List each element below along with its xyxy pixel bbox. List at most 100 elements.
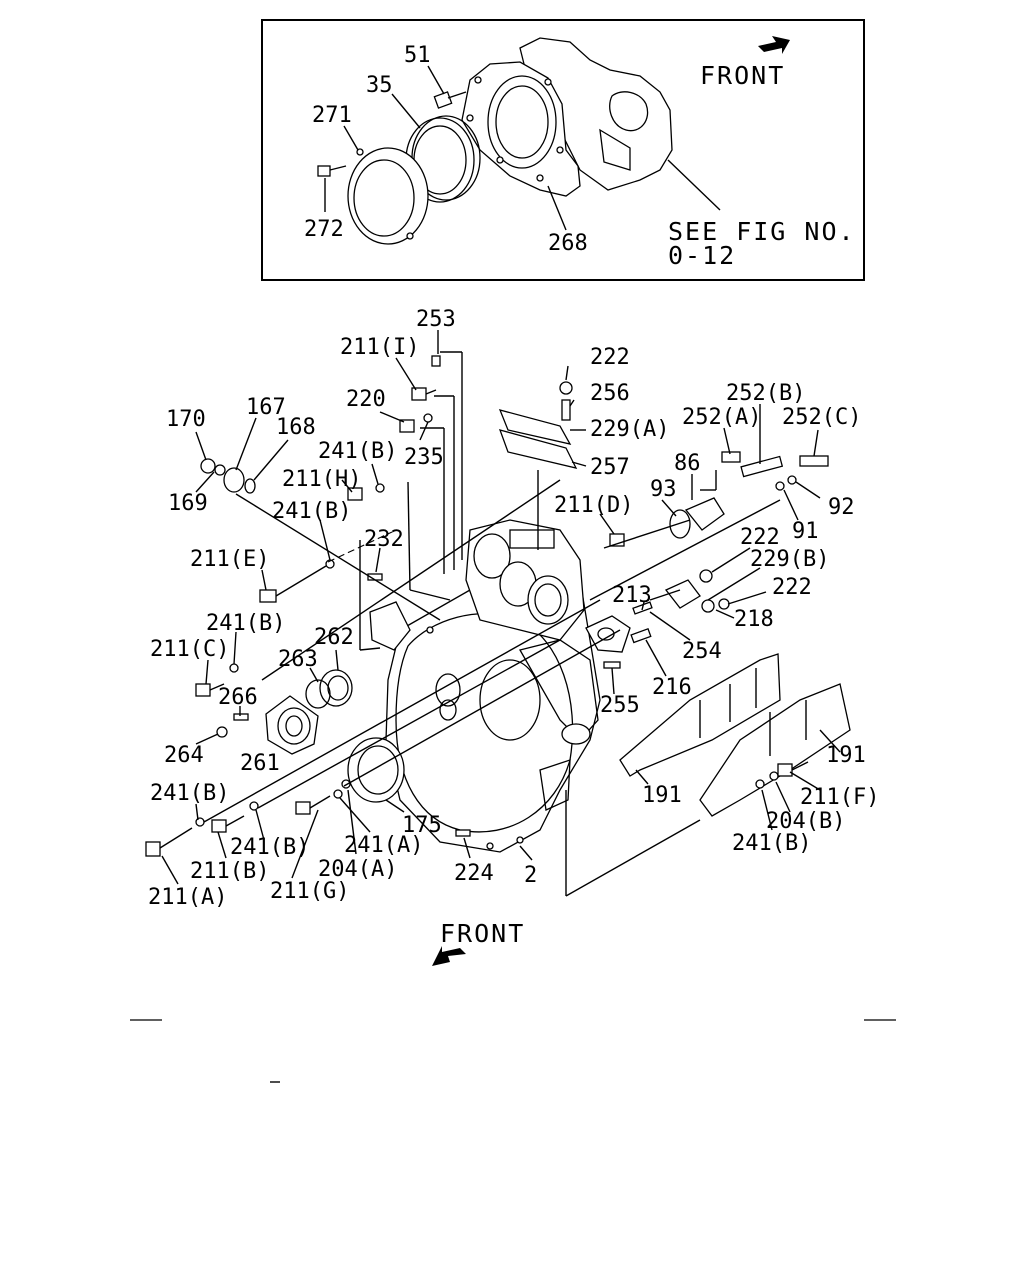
callout-86: 86: [674, 451, 701, 476]
cover-191-lower: [699, 683, 851, 817]
callout-216: 216: [652, 675, 692, 700]
callout-266: 266: [218, 685, 258, 710]
callout-235: 235: [404, 445, 444, 470]
callout-252c: 252(C): [782, 405, 861, 430]
callout-191-lower: 191: [826, 743, 866, 768]
callout-169: 169: [168, 491, 208, 516]
main-diagram: 253 211(I) 222 256 252(B) 170 167 220 22…: [130, 307, 896, 1083]
seal-ring-271: [347, 147, 429, 245]
callout-168: 168: [276, 415, 316, 440]
inset-front-label: FRONT: [700, 61, 785, 90]
callout-211d: 211(D): [554, 493, 633, 518]
bolt-211i: [411, 387, 437, 401]
callout-204a: 204(A): [318, 857, 397, 882]
callout-241b-e: 241(B): [732, 831, 811, 856]
callout-211b: 211(B): [190, 859, 269, 884]
main-front-label: FRONT: [440, 919, 525, 948]
callout-229b: 229(B): [750, 547, 829, 572]
callout-232: 232: [364, 527, 404, 552]
callout-241b-a: 241(B): [318, 439, 397, 464]
nut-264: [216, 726, 228, 738]
stud-255: [603, 661, 621, 669]
callout-241b-b: 241(B): [272, 499, 351, 524]
callout-262: 262: [314, 625, 354, 650]
callout-211g: 211(G): [270, 879, 349, 904]
callout-inset-271: 271: [312, 103, 352, 128]
washer-241b-3: [229, 663, 239, 673]
front-arrow-icon: [758, 36, 790, 54]
callout-inset-272: 272: [304, 217, 344, 242]
bolt-252b: [740, 455, 784, 478]
callout-211i: 211(I): [340, 335, 419, 360]
callout-257: 257: [590, 455, 630, 480]
callout-222-low: 222: [772, 575, 812, 600]
oring-263: [305, 679, 331, 709]
bolt-220: [399, 419, 415, 433]
callout-255: 255: [600, 693, 640, 718]
callout-211e: 211(E): [190, 547, 269, 572]
cover-plate-257: [498, 409, 578, 469]
nut-170: [200, 458, 216, 474]
callout-220: 220: [346, 387, 386, 412]
callout-inset-268: 268: [548, 231, 588, 256]
bolt-211e: [259, 565, 327, 603]
washer-91: [775, 481, 785, 491]
callout-175: 175: [402, 813, 442, 838]
callout-213: 213: [612, 583, 652, 608]
callout-229a: 229(A): [590, 417, 669, 442]
washer-92: [787, 475, 797, 485]
bolt-211f: [777, 761, 809, 777]
callout-263: 263: [278, 647, 318, 672]
bolt-252a: [721, 451, 741, 463]
bolt-211g: [295, 795, 331, 815]
callout-211f: 211(F): [800, 785, 879, 810]
callout-170: 170: [166, 407, 206, 432]
stud-266: [233, 713, 249, 721]
washer-241b-6: [755, 779, 765, 789]
nut-222-top: [559, 381, 573, 395]
stud-256: [561, 399, 571, 421]
callout-253: 253: [416, 307, 456, 332]
callout-264: 264: [164, 743, 204, 768]
callout-2: 2: [524, 863, 537, 888]
callout-241b-c: 241(B): [206, 611, 285, 636]
callout-241b-d: 241(B): [150, 781, 229, 806]
callout-91: 91: [792, 519, 819, 544]
sensor-86: [669, 497, 725, 539]
stud-224: [455, 829, 471, 837]
bracket-254: [585, 615, 631, 653]
callout-167: 167: [246, 395, 286, 420]
callout-inset-51: 51: [404, 43, 431, 68]
main-front-arrow-icon: [432, 946, 466, 966]
washer-204b: [769, 771, 779, 781]
housing-261: [265, 695, 319, 755]
washer-241b-1: [375, 483, 385, 493]
callout-241b-f: 241(B): [230, 835, 309, 860]
callout-93: 93: [650, 477, 677, 502]
callout-218: 218: [734, 607, 774, 632]
bolt-51: [433, 91, 467, 109]
callout-256: 256: [590, 381, 630, 406]
plug-167: [223, 467, 245, 493]
callout-261: 261: [240, 751, 280, 776]
inset-panel: FRONT: [261, 19, 865, 281]
see-fig-line2: 0-12: [668, 241, 736, 270]
callout-241a: 241(A): [344, 833, 423, 858]
stud-253: [431, 355, 441, 367]
seal-175: [347, 737, 405, 803]
callout-191-upper: 191: [642, 783, 682, 808]
bolt-252c: [799, 455, 829, 467]
callout-211a: 211(A): [148, 885, 227, 910]
washer-241b-5: [249, 801, 259, 811]
callout-252a: 252(A): [682, 405, 761, 430]
callout-254: 254: [682, 639, 722, 664]
bearing-262: [319, 669, 353, 707]
cover-191-upper: [619, 653, 781, 777]
oring-168: [244, 478, 256, 494]
callout-inset-35: 35: [366, 73, 393, 98]
bolt-211b: [211, 815, 245, 833]
bolt-211a: [145, 827, 193, 857]
callout-222-mid: 222: [740, 525, 780, 550]
see-fig-line1: SEE FIG NO.: [668, 217, 856, 246]
